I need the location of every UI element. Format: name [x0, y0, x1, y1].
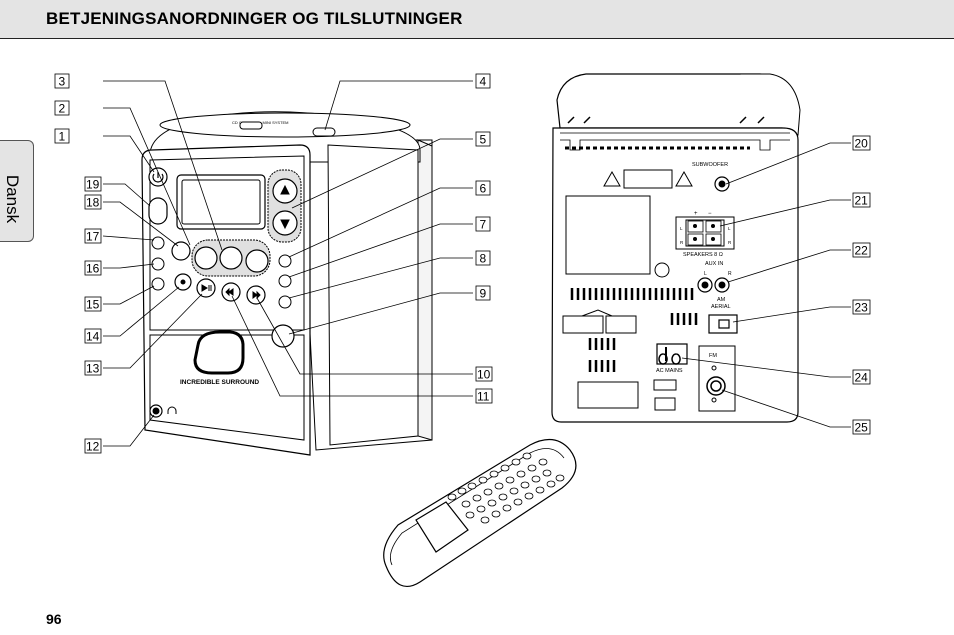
- callout-15: 15: [84, 296, 102, 312]
- callout-leader-lines: [102, 80, 851, 447]
- remote-control: [383, 439, 577, 587]
- callout-20: 20: [852, 135, 871, 151]
- svg-text:18: 18: [86, 196, 100, 210]
- subwoofer-label: SUBWOOFER: [692, 162, 728, 168]
- svg-text:14: 14: [86, 330, 100, 344]
- fm-label: FM: [709, 353, 717, 359]
- back-unit: SUBWOOFER + − L R L R SPEAKERS 8 Ω AUX I…: [551, 73, 801, 423]
- callout-4: 4: [475, 73, 491, 89]
- callout-17: 17: [84, 228, 102, 244]
- callout-24: 24: [852, 369, 871, 385]
- callout-11: 11: [475, 388, 493, 404]
- svg-text:15: 15: [86, 298, 100, 312]
- callout-9: 9: [475, 285, 491, 301]
- callout-13: 13: [84, 360, 102, 376]
- svg-text:19: 19: [86, 178, 100, 192]
- svg-text:20: 20: [855, 137, 869, 151]
- callout-23: 23: [852, 299, 871, 315]
- speaker-minus: −: [708, 211, 712, 217]
- speaker-r-label-2: R: [728, 240, 732, 245]
- svg-text:11: 11: [477, 390, 490, 404]
- callout-19: 19: [84, 176, 102, 192]
- svg-text:17: 17: [86, 230, 100, 244]
- svg-text:10: 10: [477, 368, 491, 382]
- callout-2: 2: [54, 100, 70, 116]
- callout-25: 25: [852, 419, 871, 435]
- svg-text:8: 8: [480, 252, 487, 266]
- svg-text:9: 9: [480, 287, 487, 301]
- callout-6: 6: [475, 180, 491, 196]
- page-number: 96: [46, 611, 62, 627]
- svg-text:1: 1: [59, 130, 66, 144]
- svg-text:2: 2: [59, 102, 66, 116]
- page-header: BETJENINGSANORDNINGER OG TILSLUTNINGER: [0, 0, 954, 39]
- front-unit: CD CHANGER • MINI SYSTEM: [141, 111, 433, 456]
- callout-10: 10: [475, 366, 493, 382]
- speaker-l-label: L: [680, 226, 683, 231]
- callout-1: 1: [54, 128, 70, 144]
- ac-mains-label: AC MAINS: [656, 368, 683, 374]
- aux-in-label: AUX IN: [705, 261, 723, 267]
- callout-18: 18: [84, 194, 102, 210]
- callout-12: 12: [84, 438, 102, 454]
- callout-5: 5: [475, 131, 491, 147]
- svg-text:13: 13: [86, 362, 100, 376]
- svg-text:25: 25: [855, 421, 869, 435]
- svg-text:4: 4: [480, 75, 487, 89]
- remote-buttons: [447, 452, 565, 524]
- callout-22: 22: [852, 242, 871, 258]
- callout-21: 21: [852, 192, 871, 208]
- aux-l-label: L: [704, 271, 707, 277]
- svg-text:22: 22: [855, 244, 869, 258]
- speakers-label: SPEAKERS 8 Ω: [683, 252, 723, 258]
- rear-vents: [570, 288, 698, 372]
- speaker-r-label: R: [680, 240, 684, 245]
- svg-text:21: 21: [855, 194, 869, 208]
- svg-text:16: 16: [86, 262, 100, 276]
- callout-boxes: 1 2 3 4 5 6 7 8 9 10 11 12 13 14 15 16 1…: [54, 73, 871, 454]
- svg-text:24: 24: [855, 371, 869, 385]
- speaker-l-label-2: L: [728, 226, 731, 231]
- callout-8: 8: [475, 250, 491, 266]
- language-tab: Dansk: [0, 140, 34, 242]
- am-label: AM: [717, 297, 726, 303]
- callout-7: 7: [475, 216, 491, 232]
- aerial-label: AERIAL: [711, 304, 731, 310]
- svg-text:3: 3: [59, 75, 66, 89]
- aux-r-label: R: [728, 271, 732, 277]
- svg-text:12: 12: [86, 440, 100, 454]
- callout-14: 14: [84, 328, 102, 344]
- front-brand-text: INCREDIBLE SURROUND: [180, 379, 259, 386]
- svg-text:6: 6: [480, 182, 487, 196]
- svg-text:5: 5: [480, 133, 487, 147]
- callout-16: 16: [84, 260, 102, 276]
- svg-text:23: 23: [855, 301, 869, 315]
- page-title: BETJENINGSANORDNINGER OG TILSLUTNINGER: [46, 9, 463, 28]
- svg-text:7: 7: [480, 218, 487, 232]
- callout-3: 3: [54, 73, 70, 89]
- speaker-plus: +: [694, 211, 698, 217]
